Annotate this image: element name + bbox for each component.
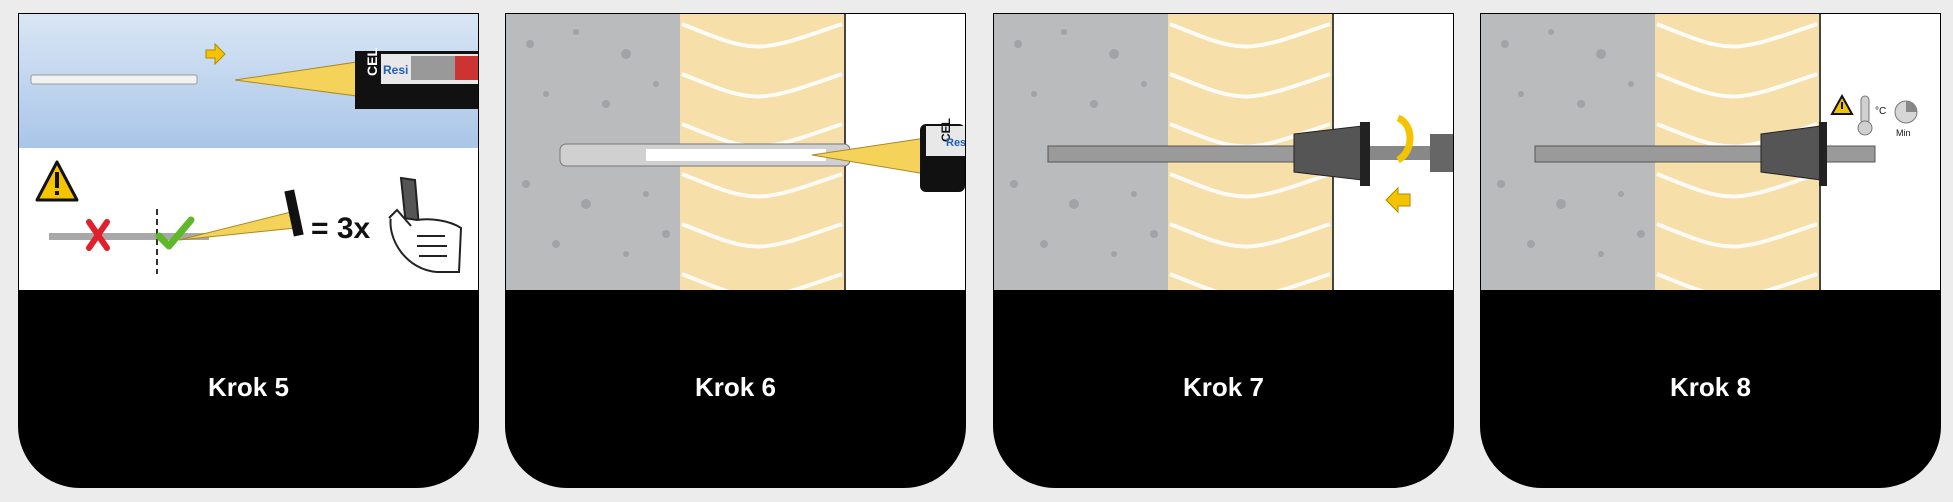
step-card-8: °C Min Krok 8 [1480,13,1941,488]
step-5-drawing: CEL Resi = [19,14,478,290]
warning-icon [1830,93,1854,115]
step-6-illustration: CEL Resi [506,14,965,290]
check-icon [155,216,195,250]
left-arrow-icon [1385,186,1411,214]
hand-pump-icon [388,176,463,273]
cartridge-gun-icon: CEL Resi [355,48,478,109]
multiplier-text: = 3x [311,212,371,245]
thermometer-icon [1857,95,1873,136]
step-label: Krok 8 [1670,372,1751,402]
cartridge-brand: CEL [364,48,380,76]
clock-icon [1894,100,1918,124]
step-7-illustration [994,14,1453,290]
cartridge-sub: Resi [383,63,408,77]
step-label: Krok 7 [1183,372,1264,402]
step-card-7: Krok 7 [993,13,1454,488]
step-5-illustration: CEL Resi = [19,14,478,290]
temp-unit: °C [1875,106,1886,117]
step-7-drawing [994,14,1453,290]
right-arrow-icon [205,42,226,66]
step-label: Krok 5 [208,372,289,402]
rotate-icon [1395,114,1414,164]
cartridge-brand: CEL [939,118,953,142]
time-unit: Min [1896,128,1911,138]
mixer-tube [30,74,198,85]
step-8-illustration: °C Min [1481,14,1940,290]
step-6-drawing: CEL Resi [506,14,965,290]
step-card-5: CEL Resi = [18,13,479,488]
step-label: Krok 6 [695,372,776,402]
step-card-6: CEL Resi Krok 6 [505,13,966,488]
warning-icon [35,160,79,202]
step-8-drawing: °C Min [1481,14,1940,290]
cross-icon [86,219,110,251]
cartridge-sub: Resi [946,137,965,149]
